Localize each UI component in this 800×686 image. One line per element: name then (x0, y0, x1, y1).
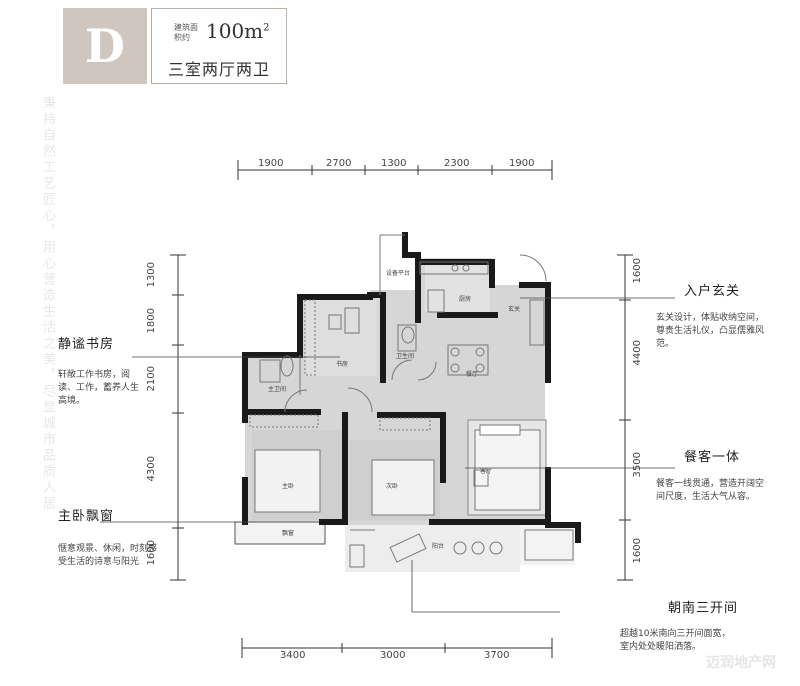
dim-left-3: 2100 (146, 366, 157, 392)
dim-right-2: 4400 (632, 340, 643, 366)
dim-top-3: 1300 (381, 158, 407, 169)
dim-bottom-2: 3000 (380, 650, 406, 661)
layout-label: 三室两厅两卫 (168, 60, 271, 79)
area-label: 建筑面积约 (174, 23, 198, 42)
room-label-kitchen: 厨房 (459, 296, 472, 303)
dim-bottom-3: 3700 (484, 650, 510, 661)
room-label-balcony: 阳台 (432, 543, 445, 550)
room-label-second-bed: 次卧 (386, 483, 399, 490)
south-desc: 超越10米南向三开间面宽，室内处处暖阳洒落。 (620, 629, 731, 652)
room-label-dining: 餐厅 (466, 371, 479, 378)
study-desc: 轩敞工作书房，阅读、工作，蓄养人生高境。 (58, 370, 140, 406)
dim-top-4: 2300 (444, 158, 470, 169)
dining-desc: 餐客一线贯通，营造开阔空间尺度，生活大气从容。 (656, 479, 765, 502)
entrance-title: 入户玄关 (684, 284, 741, 299)
room-label-bathroom: 卫生间 (396, 353, 415, 360)
dim-top-5: 1900 (509, 158, 535, 169)
room-label-foyer: 玄关 (508, 306, 521, 313)
faint-side-text: 秉持自然工艺匠心，用心营造生活之美，尽显城市品质人居 (40, 96, 55, 512)
dim-top-2: 2700 (326, 158, 352, 169)
dim-left-1: 1300 (146, 262, 157, 288)
south-title: 朝南三开间 (668, 601, 739, 616)
room-label-master-bath: 主卫间 (268, 386, 287, 393)
room-label-bay-window: 飘窗 (282, 530, 295, 537)
dim-right-1: 1600 (632, 258, 643, 284)
area-value: 100m2 (206, 19, 270, 43)
unit-letter-badge: D (63, 8, 147, 84)
entrance-desc: 玄关设计，体贴收纳空间，尊贵生活礼仪，凸显儒雅风范。 (656, 313, 765, 349)
room-label-equipment: 设备平台 (386, 270, 411, 277)
dim-right-4: 1600 (632, 538, 643, 564)
room-label-master-bed: 主卧 (282, 483, 295, 490)
dim-top-1: 1900 (258, 158, 284, 169)
dim-right-3: 3500 (632, 452, 643, 478)
bay-window-title: 主卧飘窗 (58, 509, 115, 524)
dining-title: 餐客一体 (684, 450, 741, 465)
room-label-living: 客厅 (480, 468, 493, 475)
room-label-study: 书房 (336, 361, 349, 368)
unit-info-box: 建筑面积约 100m2 三室两厅两卫 (151, 8, 287, 84)
bay-window-desc: 惬意观景、休闲，时刻感受生活的诗意与阳光 (58, 544, 158, 567)
dim-left-2: 1800 (146, 308, 157, 334)
dim-left-4: 4300 (146, 456, 157, 482)
dim-bottom-1: 3400 (280, 650, 306, 661)
watermark: 迈润地产网 (706, 655, 776, 671)
study-title: 静谧书房 (58, 337, 115, 352)
